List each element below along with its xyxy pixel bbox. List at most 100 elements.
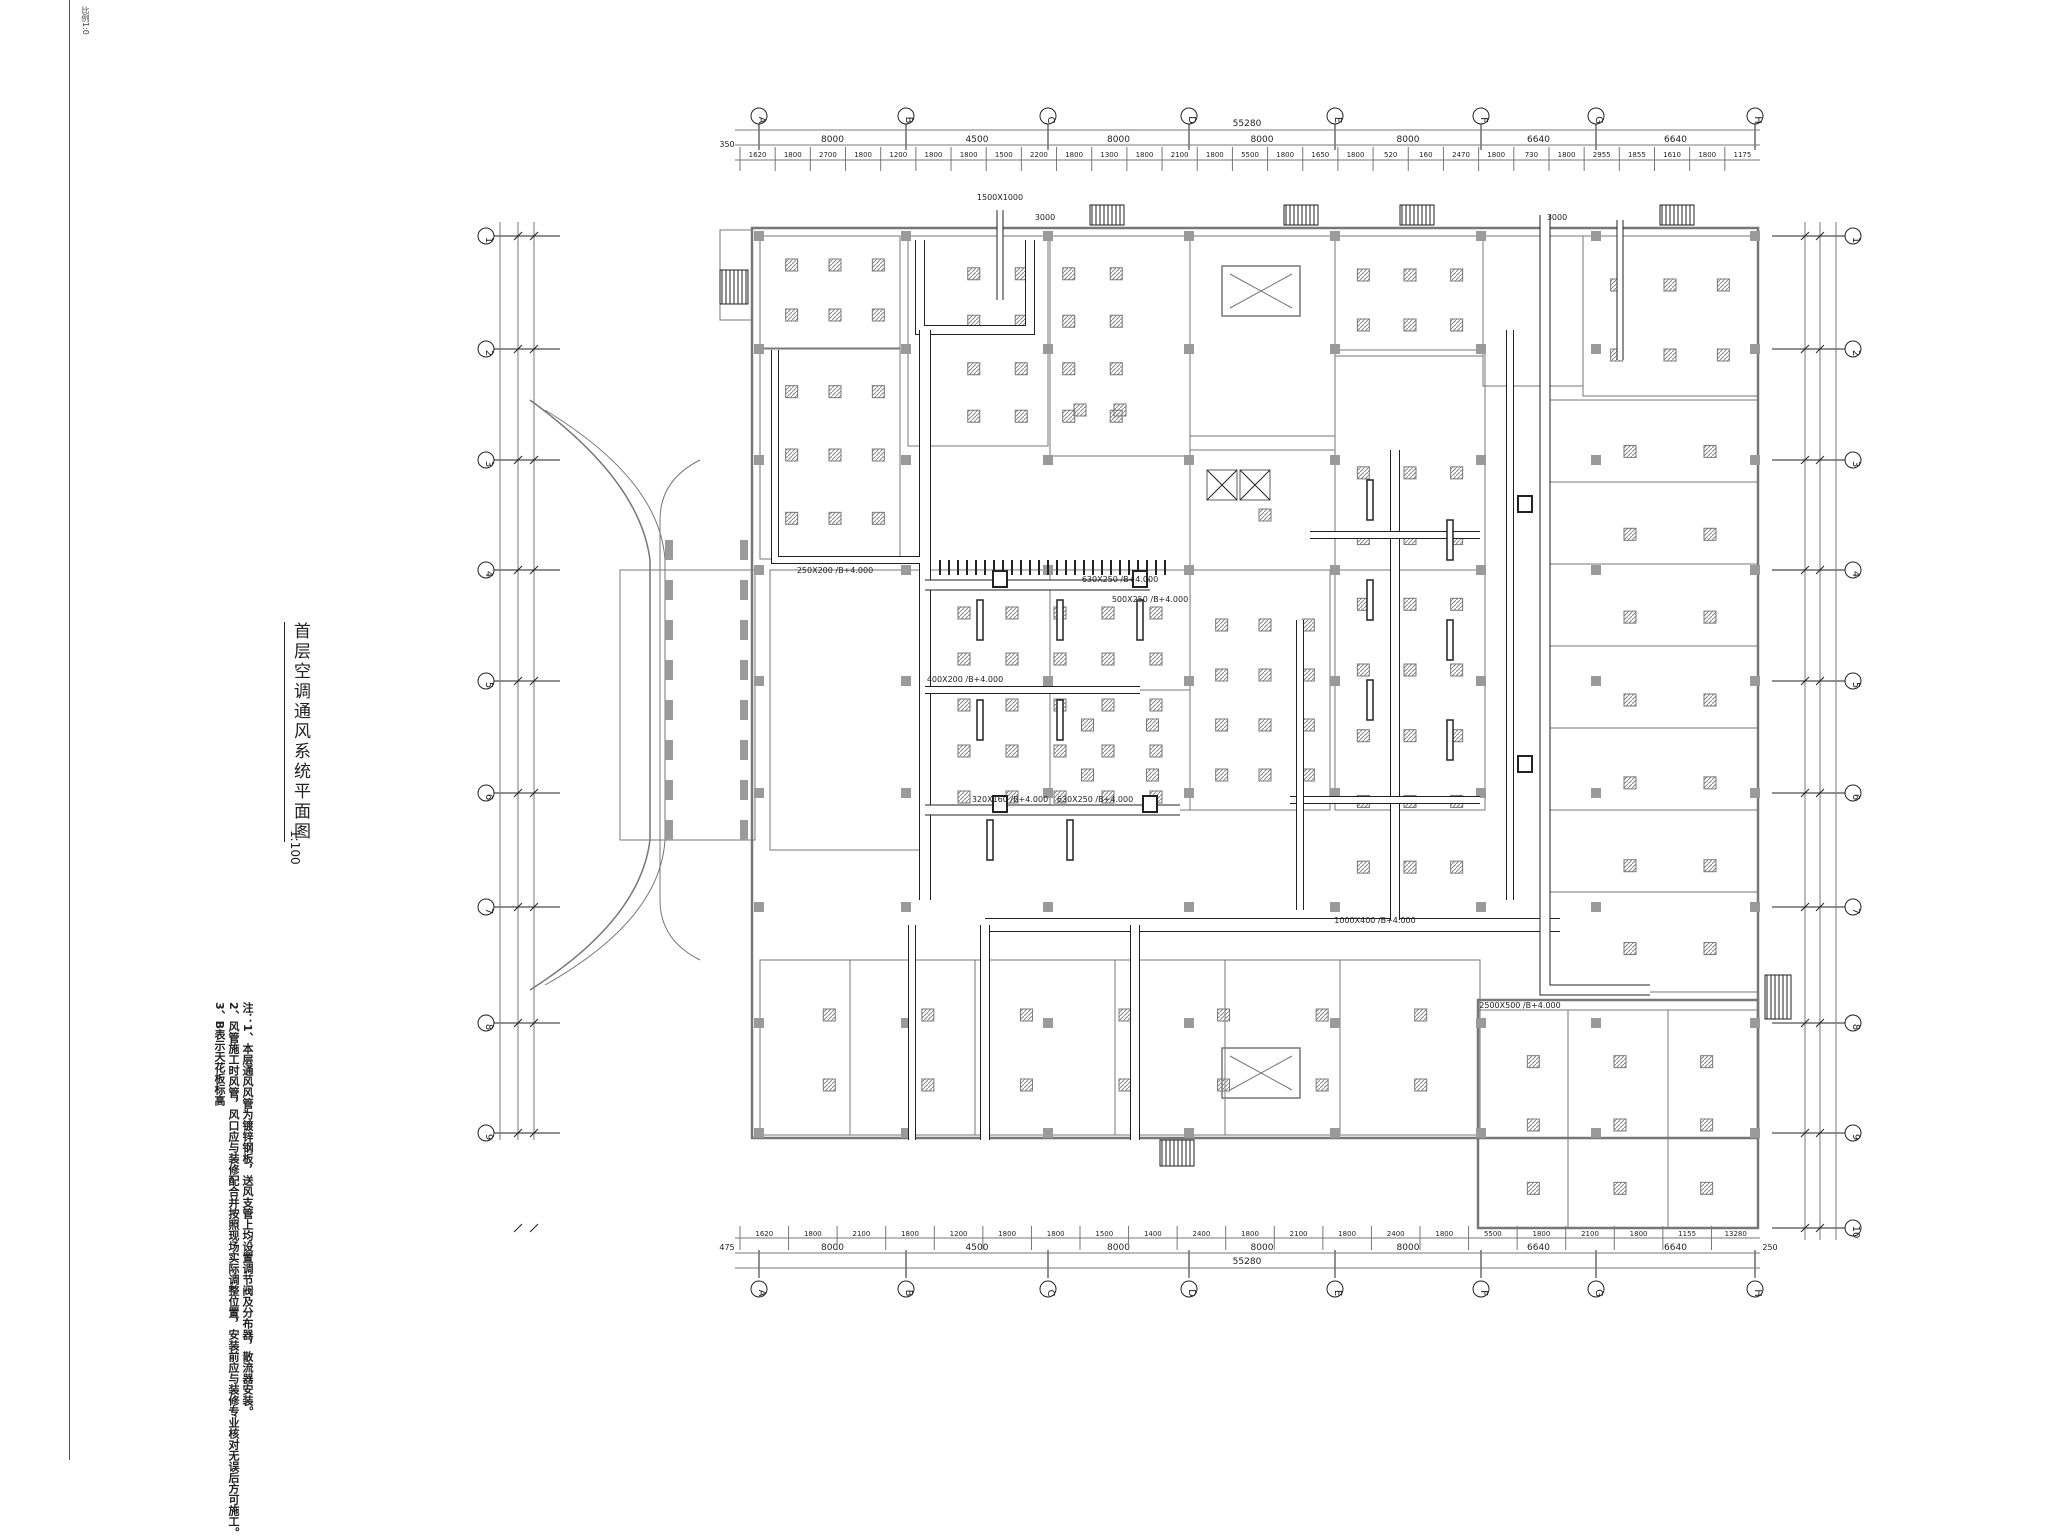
air-diffuser: [1005, 744, 1019, 758]
air-diffuser: [1118, 1078, 1132, 1092]
elevator: [1239, 469, 1271, 501]
air-diffuser: [1623, 776, 1637, 790]
structural-column: [901, 565, 911, 575]
axis-bubble-1: [1844, 227, 1862, 245]
structural-column: [1330, 231, 1340, 241]
dimension-detail: 520: [1384, 151, 1397, 159]
dimension-tick: [1815, 1128, 1825, 1138]
room: [759, 959, 851, 1136]
room: [1544, 727, 1759, 811]
air-diffuser: [1403, 466, 1417, 480]
dimension-detail: 5500: [1484, 1230, 1502, 1238]
axis-label-B: B: [903, 117, 914, 124]
air-diffuser: [785, 308, 799, 322]
air-diffuser: [1356, 663, 1370, 677]
duct-size-label: 1500X1000: [977, 193, 1023, 202]
shaft-hatch: [1229, 1055, 1293, 1091]
dimension-edge: 250: [1762, 1243, 1777, 1252]
duct-size-label: 1000X400 /B+4.000: [1334, 916, 1415, 925]
dimension-detail: 1650: [1311, 151, 1329, 159]
dimension-tick: [1815, 1018, 1825, 1028]
axis-label-1: 1: [483, 237, 494, 243]
dimension-tick: [1815, 344, 1825, 354]
structural-column: [1750, 231, 1760, 241]
main-supply-duct: [1539, 215, 1650, 996]
duct-size-label: 2500X500 /B+4.000: [1479, 1001, 1560, 1010]
axis-bubble-H: [1746, 1280, 1764, 1298]
stair-louver: [1159, 1139, 1195, 1167]
structural-column: [901, 902, 911, 912]
air-diffuser: [1215, 618, 1229, 632]
branch-duct: [1366, 479, 1374, 521]
dimension-detail: 1800: [1276, 151, 1294, 159]
fire-damper: [992, 795, 1008, 813]
dimension-detail: 1800: [1047, 1230, 1065, 1238]
dimension-detail: 1300: [1100, 151, 1118, 159]
note-1: 注：1、本层通风风管为镀锌钢板，送风支管上均设置调节阀及分布器，散流器安装。: [241, 1002, 254, 1417]
air-diffuser: [1623, 610, 1637, 624]
air-diffuser: [1053, 744, 1067, 758]
fire-damper: [1517, 495, 1533, 513]
dimension-span: 8000: [1251, 1243, 1274, 1253]
entrance-canopy-curve: [544, 409, 666, 986]
axis-bubble-2: [477, 340, 495, 358]
axis-bubble-C: [1039, 107, 1057, 125]
air-diffuser: [1315, 1008, 1329, 1022]
duct-size-label: 250X200 /B+4.000: [797, 566, 873, 575]
structural-column: [1750, 455, 1760, 465]
dimension-tick: [529, 1223, 539, 1233]
dimension-tick: [513, 1128, 523, 1138]
structural-column: [1476, 788, 1486, 798]
air-diffuser: [1703, 527, 1717, 541]
structural-column: [1591, 788, 1601, 798]
axis-label-9: 9: [1850, 1134, 1861, 1140]
dimension-span: 8000: [1107, 1243, 1130, 1253]
axis-label-7: 7: [1850, 908, 1861, 914]
structural-column: [1043, 1128, 1053, 1138]
axis-bubble-6: [477, 784, 495, 802]
room: [1582, 235, 1759, 397]
axis-bubble-B: [897, 1280, 915, 1298]
structural-column: [1330, 1018, 1340, 1028]
air-diffuser: [871, 308, 885, 322]
air-diffuser: [828, 448, 842, 462]
dimension-edge: 475: [719, 1243, 734, 1252]
dimension-detail: 160: [1419, 151, 1432, 159]
air-diffuser: [1623, 859, 1637, 873]
air-diffuser: [1663, 278, 1677, 292]
dimension-detail: 2100: [1290, 1230, 1308, 1238]
room: [1339, 959, 1481, 1136]
air-diffuser: [1450, 318, 1464, 332]
light-fixture: [740, 620, 748, 640]
room: [1544, 645, 1759, 729]
room: [1334, 235, 1484, 357]
branch-duct: [1136, 599, 1144, 641]
axis-label-6: 6: [1850, 794, 1861, 800]
dimension-edge: 350: [719, 140, 734, 149]
dimension-tick: [529, 565, 539, 575]
air-diffuser: [1014, 409, 1028, 423]
shaft: [1221, 265, 1301, 317]
axis-bubble-G: [1587, 107, 1605, 125]
dimension-span: 4500: [966, 135, 989, 145]
air-diffuser: [1113, 403, 1127, 417]
structural-column: [754, 344, 764, 354]
axis-bubble-7: [477, 898, 495, 916]
room: [974, 959, 1116, 1136]
structural-column: [1330, 676, 1340, 686]
dimension-detail: 1800: [901, 1230, 919, 1238]
air-diffuser: [1215, 718, 1229, 732]
elevator-cross: [1206, 469, 1238, 501]
axis-bubble-5: [477, 672, 495, 690]
axis-bubble-6: [1844, 784, 1862, 802]
dimension-detail: 1800: [1630, 1230, 1648, 1238]
air-diffuser: [822, 1078, 836, 1092]
air-diffuser: [1109, 362, 1123, 376]
dimension-detail: 1800: [854, 151, 872, 159]
room: [1544, 809, 1759, 893]
air-diffuser: [828, 258, 842, 272]
axis-label-F: F: [1478, 1290, 1489, 1296]
structural-column: [1476, 1018, 1486, 1028]
